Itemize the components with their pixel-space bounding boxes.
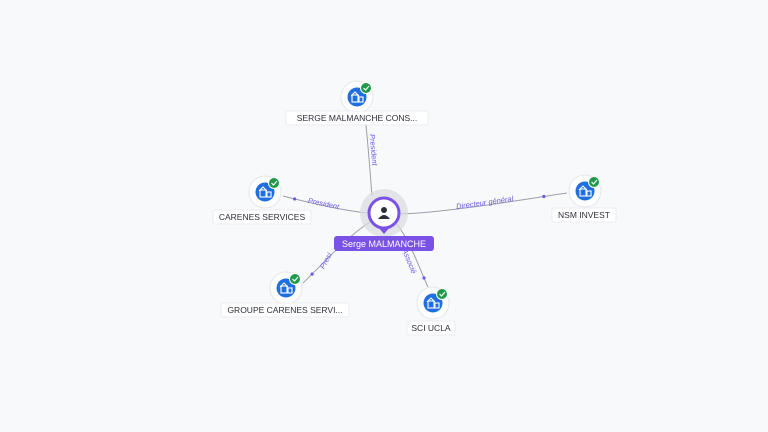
edge-label: President — [307, 196, 341, 212]
company-node[interactable]: SERGE MALMANCHE CONS... — [285, 80, 429, 126]
center-pointer — [378, 227, 390, 234]
company-icon — [279, 282, 293, 294]
center-label-box — [334, 236, 434, 251]
verified-check-icon — [268, 177, 280, 189]
node-label: SERGE MALMANCHE CONS... — [297, 113, 417, 123]
node-label-box — [212, 209, 312, 225]
company-node[interactable]: CARENES SERVICES — [212, 175, 312, 225]
node-label: GROUPE CARENES SERVI... — [227, 305, 342, 315]
edge-line — [282, 195, 368, 214]
node-label: SCI UCLA — [411, 323, 451, 333]
verified-check-icon — [289, 273, 301, 285]
edge-arrow-icon — [542, 194, 546, 199]
node-label-box — [551, 207, 617, 223]
company-node[interactable]: NSM INVEST — [551, 174, 617, 223]
company-node[interactable]: SCI UCLA — [406, 286, 456, 336]
node-label-box — [285, 110, 429, 126]
edge-label: President — [368, 134, 380, 167]
node-label: NSM INVEST — [558, 210, 610, 220]
edge-label: Directeur général — [456, 194, 515, 211]
edge-arrow-icon — [422, 276, 426, 280]
company-icon — [350, 91, 364, 103]
verified-check-icon — [436, 288, 448, 300]
center-label: Serge MALMANCHE — [342, 239, 426, 249]
edge-line — [302, 221, 371, 284]
node-label-box — [220, 302, 350, 318]
edge-arrow-icon — [310, 272, 314, 276]
center-person-node[interactable]: Serge MALMANCHE — [334, 189, 434, 251]
edge-arrow-icon — [293, 197, 297, 201]
edge-line — [400, 192, 568, 215]
node-label: CARENES SERVICES — [219, 212, 306, 222]
verified-check-icon — [360, 82, 372, 94]
company-icon — [258, 186, 272, 198]
node-label-box — [406, 320, 456, 336]
company-node[interactable]: GROUPE CARENES SERVI... — [220, 271, 350, 318]
company-icon — [578, 185, 592, 197]
verified-check-icon — [588, 176, 600, 188]
person-icon — [378, 207, 390, 219]
company-icon — [426, 297, 440, 309]
